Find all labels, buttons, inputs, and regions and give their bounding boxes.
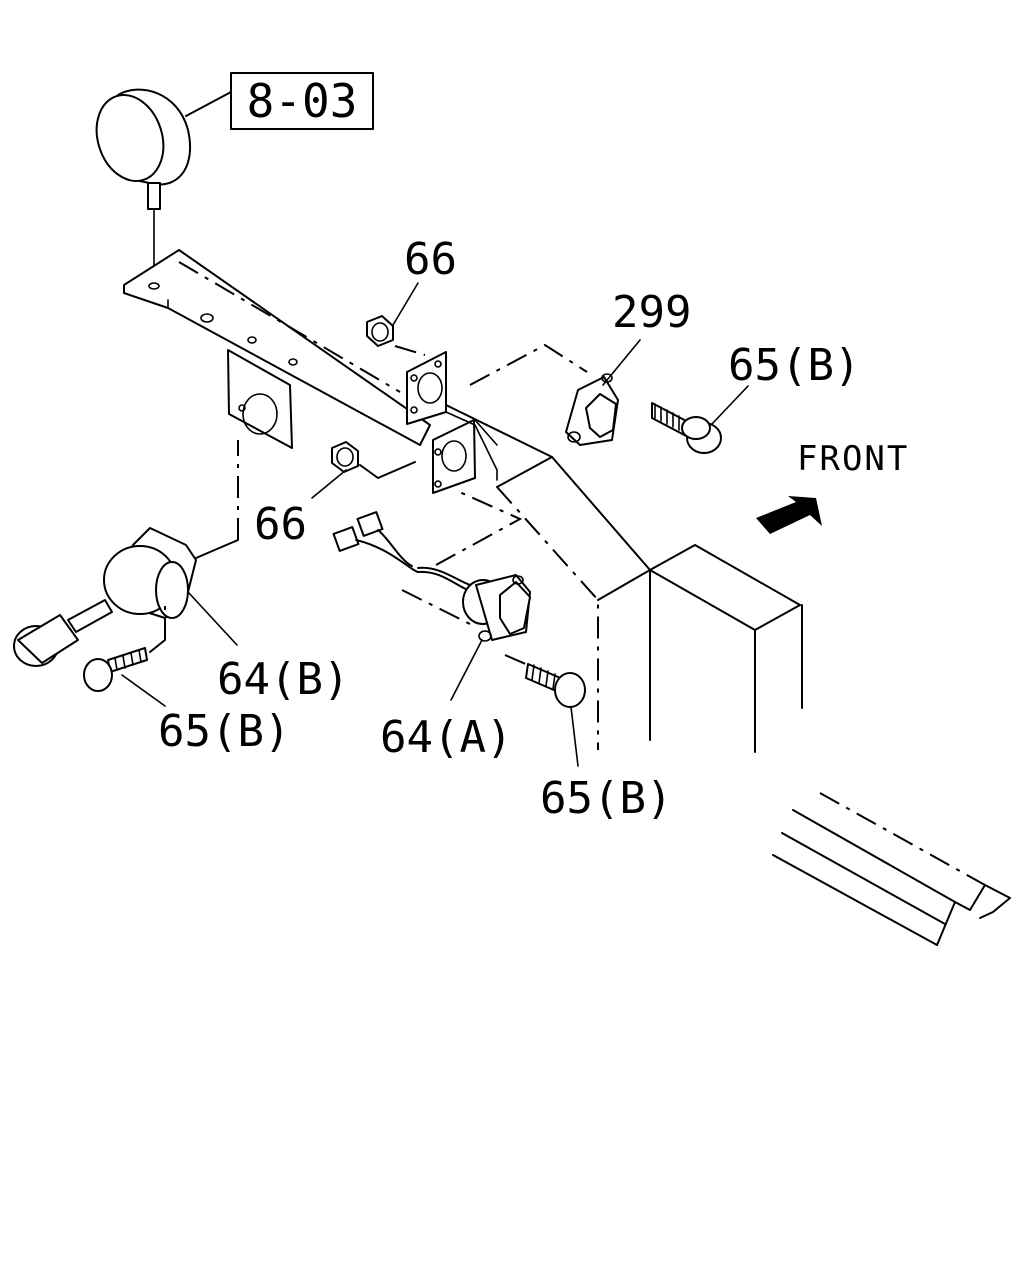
callout-64b[interactable]: 64(B) — [217, 654, 349, 705]
switch-299 — [469, 343, 619, 446]
sensor-64a — [332, 489, 531, 642]
bolt-65b-upper — [651, 402, 722, 454]
frame-channel — [445, 404, 803, 753]
lower-rail — [772, 792, 1011, 946]
callout-65b-left[interactable]: 65(B) — [158, 706, 290, 757]
front-arrow: FRONT — [756, 439, 909, 534]
callout-299[interactable]: 299 — [612, 287, 691, 338]
reference-box[interactable]: 8-03 — [230, 72, 374, 130]
reference-label: 8-03 — [247, 74, 358, 128]
callout-65b-bottom[interactable]: 65(B) — [540, 773, 672, 824]
mounting-bracket — [123, 249, 498, 494]
callout-66-upper[interactable]: 66 — [404, 234, 457, 285]
nut-66-lower — [331, 441, 416, 479]
front-label: FRONT — [797, 439, 909, 479]
arrow-icon — [756, 496, 822, 534]
sensor-64b — [13, 440, 239, 667]
bolt-65b-left — [83, 605, 166, 692]
callout-66-lower[interactable]: 66 — [254, 499, 307, 550]
leader-lines — [121, 282, 749, 767]
callout-64a[interactable]: 64(A) — [380, 712, 512, 763]
gauge-part — [95, 88, 192, 283]
leader-line — [185, 91, 232, 117]
callout-65b-upper[interactable]: 65(B) — [728, 340, 860, 391]
nut-66-upper — [366, 315, 426, 356]
bolt-65b-bottom — [504, 654, 586, 708]
